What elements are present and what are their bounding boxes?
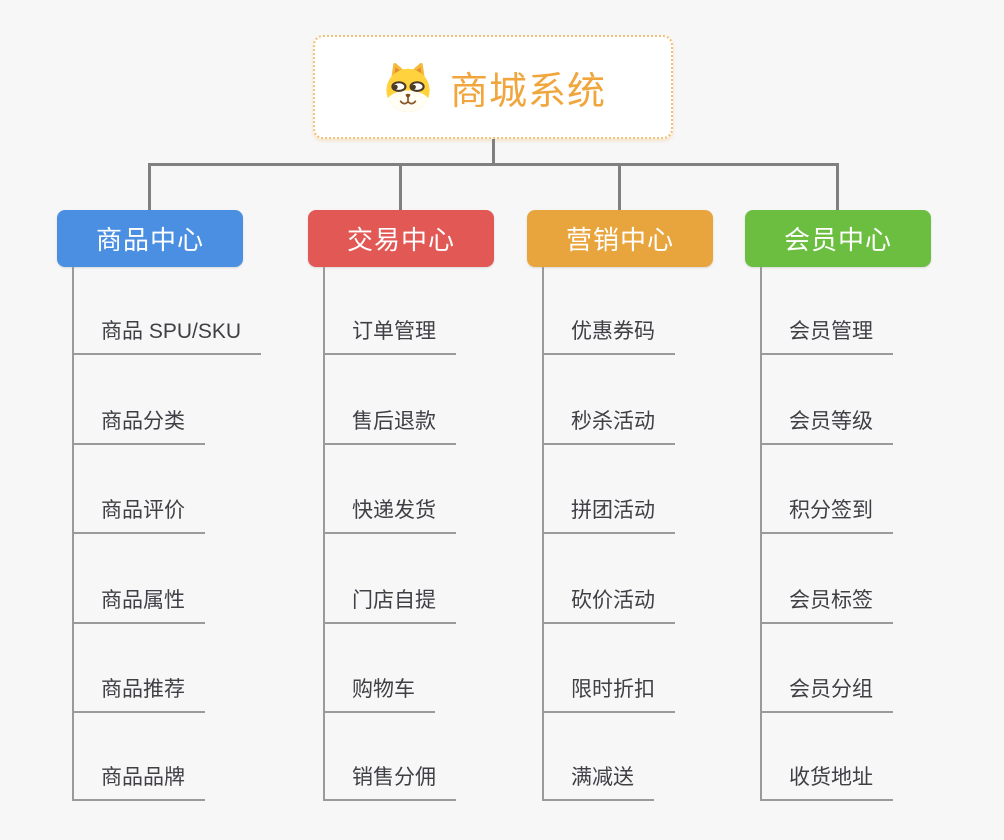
sub-item-label: 售后退款 (352, 410, 436, 433)
sub-item[interactable]: 拼团活动 (542, 488, 675, 534)
sub-item-label: 门店自提 (352, 589, 436, 612)
root-title: 商城系统 (449, 70, 606, 113)
sub-item-label: 商品品牌 (101, 766, 185, 789)
sub-item[interactable]: 砍价活动 (542, 578, 675, 624)
sub-item[interactable]: 满减送 (542, 755, 654, 801)
sub-item[interactable]: 会员分组 (760, 667, 893, 713)
sub-item-label: 订单管理 (352, 320, 436, 343)
sub-item[interactable]: 购物车 (323, 667, 435, 713)
branch-header-marketing-center[interactable]: 营销中心 (527, 210, 713, 267)
sub-item-label: 购物车 (352, 678, 415, 701)
sub-item[interactable]: 商品 SPU/SKU (72, 309, 262, 355)
branch-trade-center: 交易中心订单管理售后退款快递发货门店自提购物车销售分佣 (308, 210, 558, 801)
doge-icon (386, 62, 430, 113)
sub-item[interactable]: 售后退款 (323, 399, 456, 445)
sub-item-label: 会员等级 (789, 410, 873, 433)
connector-root-drop (492, 139, 495, 165)
sub-item-label: 商品属性 (101, 589, 185, 612)
sub-item[interactable]: 会员等级 (760, 399, 893, 445)
branch-header-trade-center[interactable]: 交易中心 (308, 210, 494, 267)
sub-item-label: 秒杀活动 (571, 410, 655, 433)
sub-item-label: 商品推荐 (101, 678, 185, 701)
sub-item[interactable]: 订单管理 (323, 309, 456, 355)
connector-drop-1 (148, 163, 151, 210)
connector-drop-4 (836, 163, 839, 210)
branch-product-center: 商品中心商品 SPU/SKU 商品分类商品评价商品属性商品推荐商品品牌 (57, 210, 307, 801)
sub-item[interactable]: 销售分佣 (323, 755, 456, 801)
sub-item-label: 优惠券码 (571, 320, 655, 343)
sub-item-label: 会员分组 (789, 678, 873, 701)
sub-item[interactable]: 商品属性 (72, 578, 205, 624)
connector-drop-3 (618, 163, 621, 210)
sub-item-label: 销售分佣 (352, 766, 436, 789)
sub-item[interactable]: 快递发货 (323, 488, 456, 534)
connector-drop-2 (399, 163, 402, 210)
sub-item[interactable]: 秒杀活动 (542, 399, 675, 445)
sub-item[interactable]: 积分签到 (760, 488, 893, 534)
sub-item-label: 拼团活动 (571, 499, 655, 522)
sub-item[interactable]: 优惠券码 (542, 309, 675, 355)
sub-item-label: 砍价活动 (571, 589, 655, 612)
sub-item-label: 快递发货 (352, 499, 436, 522)
branch-member-center: 会员中心会员管理会员等级积分签到会员标签会员分组收货地址 (745, 210, 995, 801)
sub-item-label: 商品 SPU/SKU (101, 320, 242, 343)
root-node[interactable]: 商城系统 (313, 35, 673, 139)
sub-item-label: 满减送 (571, 766, 634, 789)
sub-item[interactable]: 收货地址 (760, 755, 893, 801)
branch-header-product-center[interactable]: 商品中心 (57, 210, 243, 267)
connector-horizontal (149, 163, 839, 166)
sub-item-label: 收货地址 (789, 766, 873, 789)
sub-item-label: 限时折扣 (571, 678, 655, 701)
sub-item-label: 商品评价 (101, 499, 185, 522)
sub-item-label: 会员标签 (789, 589, 873, 612)
branch-header-member-center[interactable]: 会员中心 (745, 210, 931, 267)
sub-item-label: 会员管理 (789, 320, 873, 343)
sub-item[interactable]: 限时折扣 (542, 667, 675, 713)
sub-item[interactable]: 会员标签 (760, 578, 893, 624)
sub-item[interactable]: 商品推荐 (72, 667, 205, 713)
sub-item-label: 商品分类 (101, 410, 185, 433)
sub-item[interactable]: 商品评价 (72, 488, 205, 534)
sub-item[interactable]: 商品分类 (72, 399, 205, 445)
sub-item-label: 积分签到 (789, 499, 873, 522)
sub-item[interactable]: 门店自提 (323, 578, 456, 624)
branch-marketing-center: 营销中心优惠券码秒杀活动拼团活动砍价活动限时折扣满减送 (527, 210, 777, 801)
sub-item[interactable]: 商品品牌 (72, 755, 205, 801)
sub-item[interactable]: 会员管理 (760, 309, 893, 355)
